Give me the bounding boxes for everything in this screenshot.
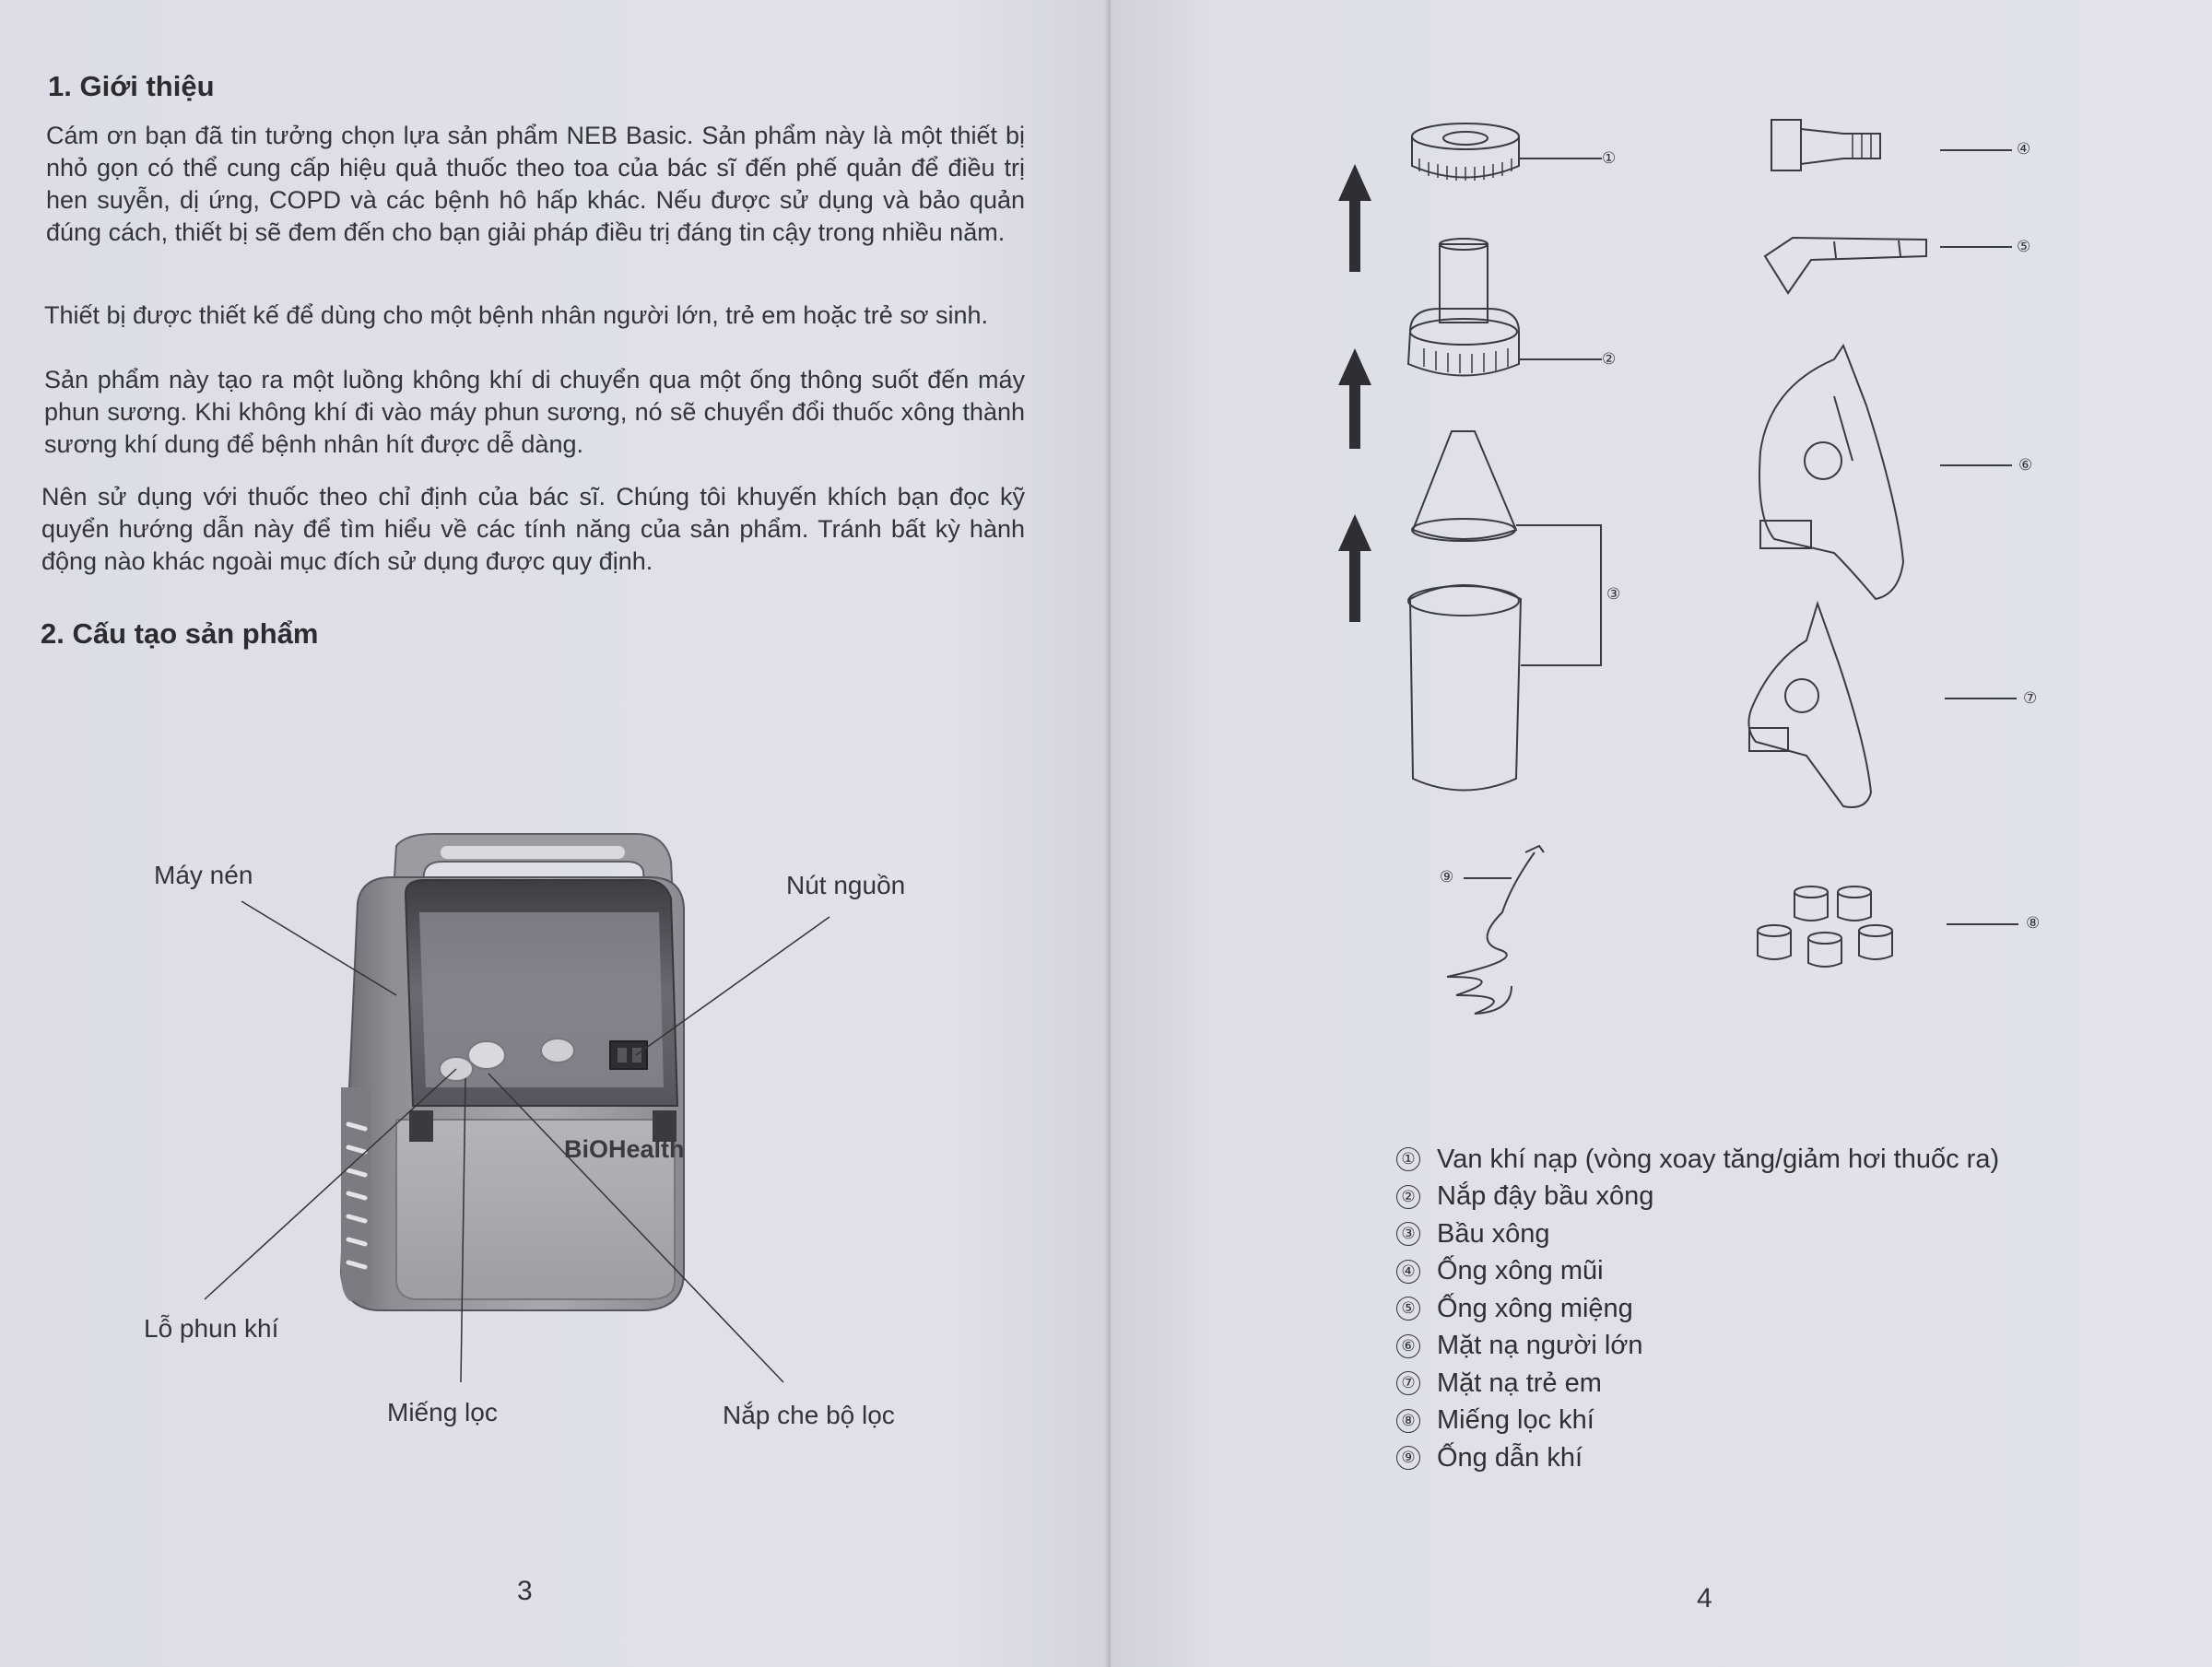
legend-text: Nắp đậy bầu xông: [1437, 1181, 1654, 1212]
page-4: ① ② ③ ④ ⑤ ⑥ ⑦ ⑧ ⑨ 4: [1111, 0, 2212, 1667]
legend-text: Mặt nạ trẻ em: [1437, 1368, 1602, 1398]
label-compressor: Máy nén: [154, 861, 253, 889]
label-power-button: Nút nguồn: [786, 871, 906, 899]
legend-number: ④: [1396, 1259, 1420, 1284]
legend-text: Bầu xông: [1437, 1218, 1550, 1249]
legend-text: Miếng lọc khí: [1437, 1405, 1594, 1436]
section-heading-structure: 2. Cấu tạo sản phẩm: [41, 617, 319, 650]
page-number-left: 3: [517, 1576, 533, 1606]
legend-text: Ống xông mũi: [1437, 1256, 1604, 1286]
callout-4: ④: [2017, 140, 2031, 158]
legend-item: ③ Bầu xông: [1396, 1215, 2041, 1253]
legend-item: ① Van khí nạp (vòng xoay tăng/giảm hơi th…: [1396, 1141, 2041, 1179]
intro-paragraph-2: Thiết bị được thiết kế để dùng cho một b…: [44, 301, 989, 329]
legend-item: ⑤ Ống xông miệng: [1396, 1290, 2041, 1328]
legend-number: ⑨: [1396, 1446, 1420, 1471]
legend-text: Van khí nạp (vòng xoay tăng/giảm hơi thu…: [1437, 1144, 2000, 1174]
arrow-up-icon: [1338, 514, 1371, 622]
legend-number: ①: [1396, 1147, 1420, 1172]
callout-9: ⑨: [1440, 868, 1454, 886]
legend-item: ④ Ống xông mũi: [1396, 1253, 2041, 1291]
legend-text: Mặt nạ người lớn: [1437, 1331, 1643, 1361]
parts-legend: ① Van khí nạp (vòng xoay tăng/giảm hơi th…: [1396, 1141, 2041, 1477]
callout-6: ⑥: [2018, 456, 2033, 475]
legend-item: ② Nắp đậy bầu xông: [1396, 1179, 2041, 1216]
callout-3: ③: [1606, 585, 1621, 604]
legend-item: ⑨ Ống dẫn khí: [1396, 1439, 2041, 1477]
intro-paragraph-3: Sản phẩm này tạo ra một luồng không khí …: [44, 366, 1025, 458]
callout-5: ⑤: [2017, 238, 2031, 256]
label-filter: Miếng lọc: [387, 1398, 498, 1426]
legend-number: ⑤: [1396, 1297, 1420, 1321]
page-3: 1. Giới thiệu Cám ơn bạn đã tin tưởng ch…: [0, 0, 1111, 1667]
legend-number: ⑧: [1396, 1408, 1420, 1433]
device-brand-logo: BiOHealth: [564, 1135, 685, 1163]
legend-item: ⑧ Miếng lọc khí: [1396, 1403, 2041, 1440]
legend-item: ⑦ Mặt nạ trẻ em: [1396, 1365, 2041, 1403]
label-filter-cover: Nắp che bộ lọc: [723, 1401, 895, 1429]
accessory-diagram: [1338, 119, 2018, 1015]
label-air-outlet: Lỗ phun khí: [144, 1314, 279, 1343]
legend-number: ③: [1396, 1222, 1420, 1247]
callout-1: ①: [1602, 149, 1617, 168]
intro-paragraph-4: Nên sử dụng với thuốc theo chỉ định của …: [41, 483, 1025, 575]
arrow-up-icon: [1338, 164, 1371, 272]
legend-item: ⑥ Mặt nạ người lớn: [1396, 1328, 2041, 1366]
legend-number: ⑥: [1396, 1333, 1420, 1358]
section-heading-introduction: 1. Giới thiệu: [48, 70, 215, 102]
legend-text: Ống xông miệng: [1437, 1293, 1633, 1323]
arrow-up-icon: [1338, 348, 1371, 449]
callout-2: ②: [1602, 350, 1617, 369]
nebulizer-device-illustration: [204, 833, 830, 1383]
legend-number: ⑦: [1396, 1371, 1420, 1396]
callout-7: ⑦: [2023, 689, 2038, 708]
legend-text: Ống dẫn khí: [1437, 1442, 1583, 1473]
legend-number: ②: [1396, 1184, 1420, 1209]
callout-8: ⑧: [2026, 914, 2041, 933]
page-number-right: 4: [1697, 1583, 1712, 1614]
intro-paragraph-1: Cám ơn bạn đã tin tưởng chọn lựa sản phẩ…: [46, 122, 1025, 246]
